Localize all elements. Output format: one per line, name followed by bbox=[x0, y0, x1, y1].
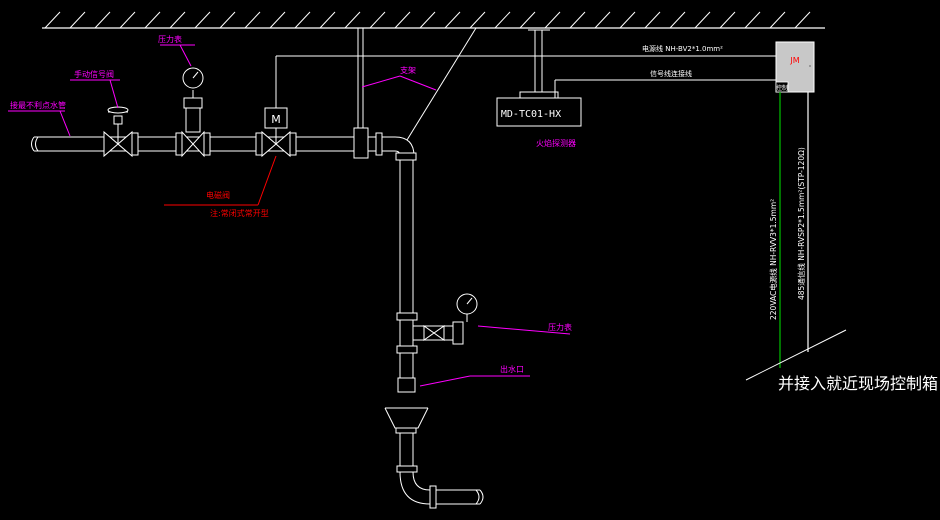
cables bbox=[745, 92, 847, 381]
controller-logo: JM bbox=[789, 56, 799, 65]
power-cable-label: 电源线 NH-BV2*1.0mm² bbox=[642, 44, 723, 53]
cable-220v-label: 220VAC电源线 NH-RVV3*1.5mm² bbox=[768, 199, 778, 320]
manual-valve-label: 手动信号阀 bbox=[74, 69, 114, 79]
signal-cable-label: 信号线连接线 bbox=[650, 69, 692, 78]
detector-label: 火焰探测器 bbox=[536, 138, 576, 148]
solenoid-valve-symbol: M bbox=[261, 55, 776, 158]
controller-tag: 控制 bbox=[776, 84, 788, 92]
connect-note: 并接入就近现场控制箱 bbox=[778, 374, 938, 393]
annotations: 压力表 手动信号阀 接最不利点水管 支架 电磁阀 注:常闭式常开型 火焰探测器 … bbox=[10, 34, 938, 393]
vertical-pipe bbox=[384, 136, 484, 509]
ceiling bbox=[42, 11, 825, 29]
controller-box: JM 控制 bbox=[775, 41, 815, 93]
pressure-gauge-bottom-symbol bbox=[456, 293, 478, 315]
detector-device: MD-TC01-HX bbox=[496, 79, 776, 127]
hangers bbox=[357, 27, 550, 141]
svg-text:M: M bbox=[271, 113, 281, 126]
pressure-gauge-top-symbol bbox=[181, 67, 205, 158]
manual-valve bbox=[103, 106, 133, 158]
pressure-gauge-top-label: 压力表 bbox=[158, 34, 182, 44]
leaders bbox=[8, 44, 571, 387]
solenoid-valve-label: 电磁阀 bbox=[206, 190, 230, 200]
support-label: 支架 bbox=[400, 65, 416, 75]
pressure-gauge-bottom-label: 压力表 bbox=[548, 322, 572, 332]
outlet-label: 出水口 bbox=[500, 364, 524, 374]
solenoid-note-label: 注:常闭式常开型 bbox=[210, 208, 269, 218]
fire-pipe-label: 接最不利点水管 bbox=[10, 100, 66, 110]
horizontal-pipe bbox=[31, 127, 395, 159]
device-model-label: MD-TC01-HX bbox=[501, 109, 561, 120]
cable-485-label: 485通信线 NH-RVSP2*1.5mm²(STP-120Ω) bbox=[796, 147, 806, 300]
